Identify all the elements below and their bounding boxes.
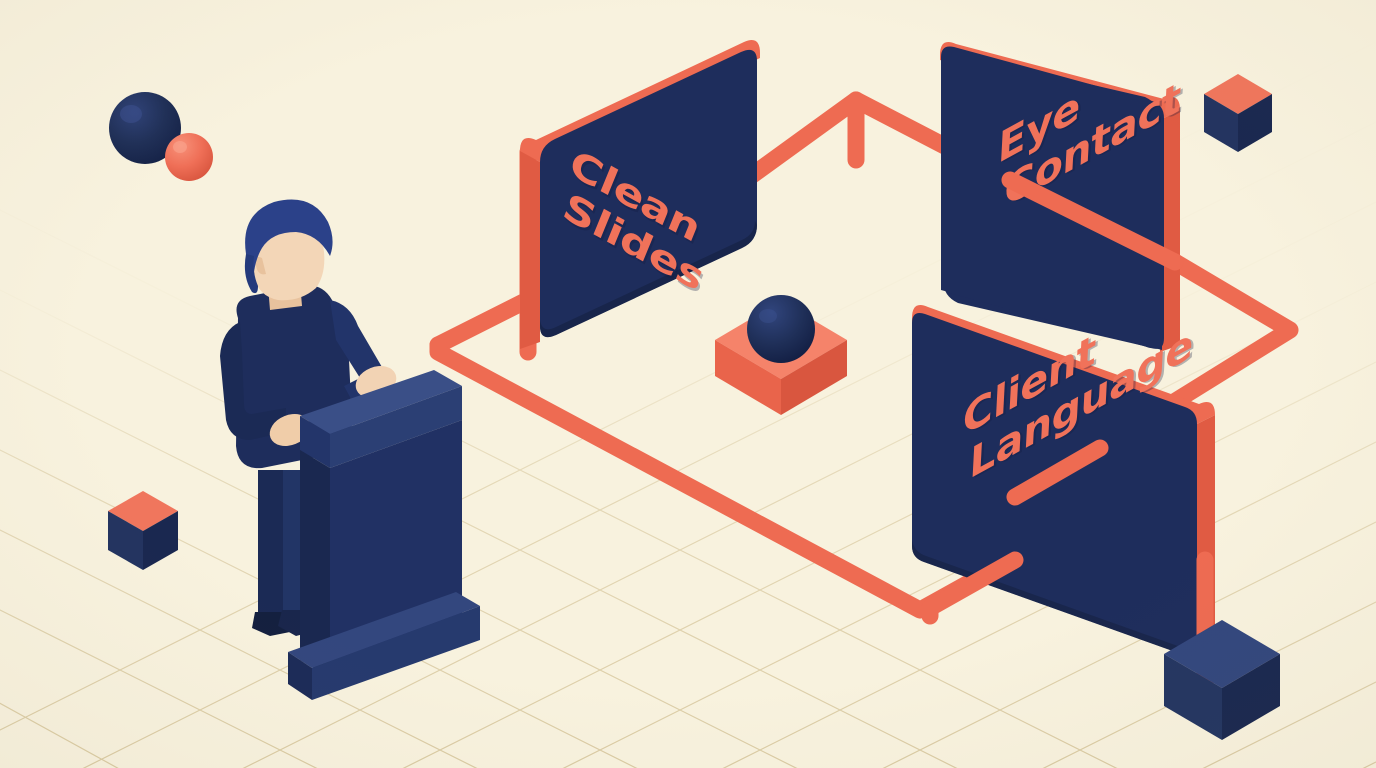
cube-large-bottom-right <box>1164 620 1280 740</box>
podium-base-top <box>288 592 480 668</box>
cube-small-top-right <box>1204 74 1272 152</box>
cube-right-face <box>1238 94 1272 152</box>
podium-base-front <box>312 606 480 700</box>
podium-top-front-edge <box>330 386 462 468</box>
pedestal-right-face <box>781 340 847 415</box>
podium-base-side <box>288 652 312 700</box>
podium-top-left-edge <box>300 416 330 468</box>
podium <box>288 370 480 700</box>
cube-left-face <box>1204 94 1238 152</box>
pedestal-coral-with-sphere <box>715 295 847 415</box>
hair-sideburn <box>244 254 258 294</box>
card-panel-shade <box>540 221 757 338</box>
pipe-over-eye-contact-top <box>1001 171 1184 271</box>
cube-left-face <box>108 511 143 570</box>
pipe-over-client-language <box>1006 439 1109 506</box>
card-clean-slides[interactable] <box>520 40 760 349</box>
cube-left-face <box>1164 654 1222 740</box>
pedestal-left-face <box>715 340 781 415</box>
sphere-navy-large <box>109 92 181 164</box>
ear <box>255 257 266 275</box>
podium-top-face <box>300 370 462 434</box>
sphere-on-pedestal <box>747 295 815 363</box>
cube-right-face <box>1222 654 1280 740</box>
hair <box>245 199 333 272</box>
card-edge-right <box>1160 110 1180 352</box>
podium-column-side <box>300 450 330 678</box>
arm-left <box>220 322 286 440</box>
cube-small-left <box>108 491 178 570</box>
pipe-client-language-bottom-hook <box>921 551 1024 625</box>
sphere-coral-small <box>165 133 213 181</box>
card-edge-left <box>520 151 540 349</box>
cube-right-face <box>143 511 178 570</box>
card-panel-shade <box>912 540 1197 656</box>
